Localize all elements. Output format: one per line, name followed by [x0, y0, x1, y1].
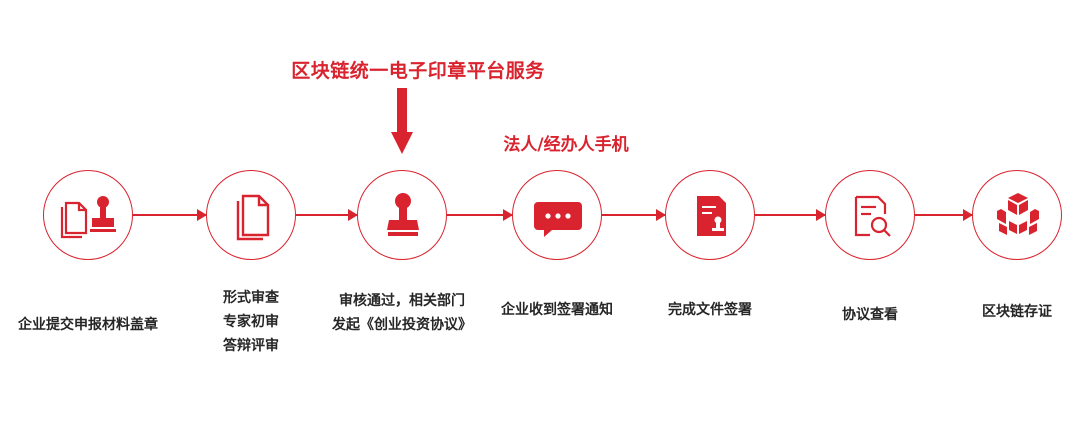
connector-arrow-4: [602, 210, 666, 220]
step-4-label-line-1: 企业收到签署通知: [501, 302, 613, 318]
connector-arrow-5: [755, 210, 826, 220]
document-search-icon: [854, 195, 891, 237]
step-2-label: 形式审查 专家初审 答辩评审: [196, 286, 306, 358]
signed-document-icon: [697, 196, 726, 236]
connector-arrow-1: [133, 210, 207, 220]
step-7-label-line-1: 区块链存证: [982, 304, 1052, 320]
step-2-label-line-1: 形式审查: [223, 290, 279, 306]
step-7-label: 区块链存证: [960, 300, 1074, 324]
connector-arrow-6: [915, 210, 973, 220]
step-3-label: 审核通过，相关部门 发起《创业投资协议》: [312, 289, 492, 337]
diagram-title: 区块链统一电子印章平台服务: [291, 60, 545, 82]
step-6-label: 协议查看: [810, 303, 930, 327]
connector-arrow-2: [296, 210, 358, 220]
step-7-node: [972, 170, 1062, 260]
documents-icon: [236, 194, 270, 241]
step-2-label-line-2: 专家初审: [223, 314, 279, 330]
step-3-label-line-2: 发起《创业投资协议》: [332, 317, 472, 333]
step-6-node: [825, 170, 915, 260]
step-1-label: 企业提交申报材料盖章: [0, 313, 176, 337]
step-3-node: [357, 170, 447, 260]
step-5-label-line-1: 完成文件签署: [668, 302, 752, 318]
down-arrow-icon: [391, 88, 413, 154]
connector-arrow-3: [447, 210, 513, 220]
step-1-label-line-1: 企业提交申报材料盖章: [18, 317, 158, 333]
phone-subtitle: 法人/经办人手机: [503, 135, 629, 155]
step-5-node: [665, 170, 755, 260]
step-6-label-line-1: 协议查看: [842, 307, 898, 323]
step-3-label-line-1: 审核通过，相关部门: [339, 293, 465, 309]
chat-message-icon: [534, 202, 582, 237]
step-4-label: 企业收到签署通知: [482, 298, 632, 322]
step-2-node: [206, 170, 296, 260]
documents-and-seal-icon: [60, 196, 116, 239]
blockchain-cubes-icon: [997, 193, 1039, 235]
step-4-node: [512, 170, 602, 260]
step-5-label: 完成文件签署: [650, 298, 770, 322]
step-1-node: [43, 170, 133, 260]
seal-stamp-icon: [387, 193, 419, 236]
step-2-label-line-3: 答辩评审: [223, 338, 279, 354]
